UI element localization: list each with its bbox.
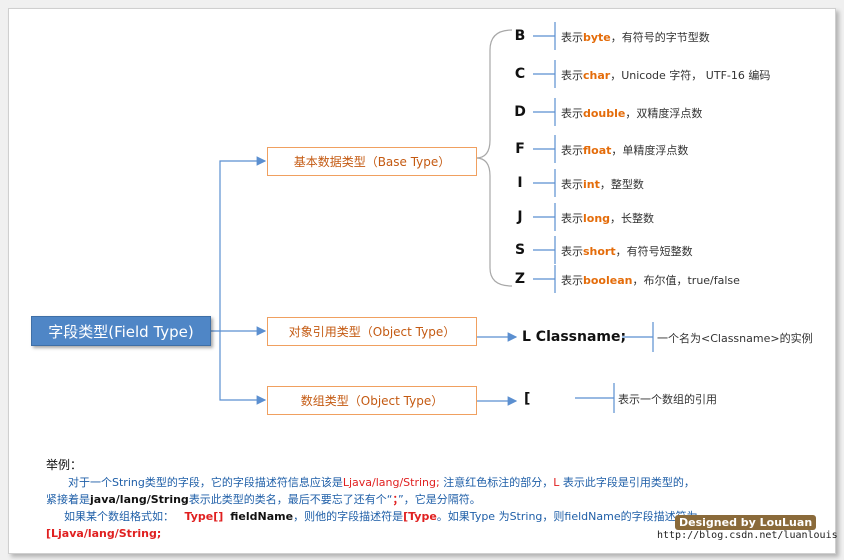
example-line-2: 紧接着是java/lang/String表示此类型的类名，最后不要忘了还有个“；… [46,493,481,506]
category-array-type: 数组类型（Object Type） [267,386,477,415]
watermark-url: http://blog.csdn.net/luanlouis [657,530,838,541]
letter-S: S [514,242,526,258]
example-line-4: [Ljava/lang/String; [46,527,162,540]
letter-J: J [517,209,523,225]
category-object-type: 对象引用类型（Object Type） [267,317,477,346]
root-node-field-type: 字段类型(Field Type) [31,316,211,346]
desc-I: 表示int，整型数 [561,178,644,191]
example-title: 举例： [46,458,83,472]
letter-D: D [514,104,526,120]
desc-B: 表示byte，有符号的字节型数 [561,31,710,44]
desc-D: 表示double，双精度浮点数 [561,107,703,120]
letter-Z: Z [514,271,526,287]
diagram-frame [8,8,836,554]
example-line-3: 如果某个数组格式如： Type[] fieldName，则他的字段描述符是[Ty… [64,510,698,523]
letter-I: I [517,175,523,191]
letter-B: B [514,28,526,44]
array-notation: [ [524,391,531,407]
object-notation: L Classname; [522,329,627,345]
object-desc: 一个名为<Classname>的实例 [657,332,813,345]
category-base-type: 基本数据类型（Base Type） [267,147,477,176]
letter-F: F [515,141,525,157]
desc-F: 表示float，单精度浮点数 [561,144,689,157]
desc-Z: 表示boolean，布尔值，true/false [561,274,740,287]
designed-by-badge: Designed by LouLuan [675,515,817,530]
array-desc: 表示一个数组的引用 [618,393,717,406]
example-line-1: 对于一个String类型的字段，它的字段描述符信息应该是Ljava/lang/S… [68,476,695,489]
desc-J: 表示long，长整数 [561,212,655,225]
desc-S: 表示short，有符号短整数 [561,245,693,258]
letter-C: C [514,66,526,82]
example-block: 举例： 对于一个String类型的字段，它的字段描述符信息应该是Ljava/la… [46,457,816,542]
desc-C: 表示char，Unicode 字符， UTF-16 编码 [561,69,771,82]
